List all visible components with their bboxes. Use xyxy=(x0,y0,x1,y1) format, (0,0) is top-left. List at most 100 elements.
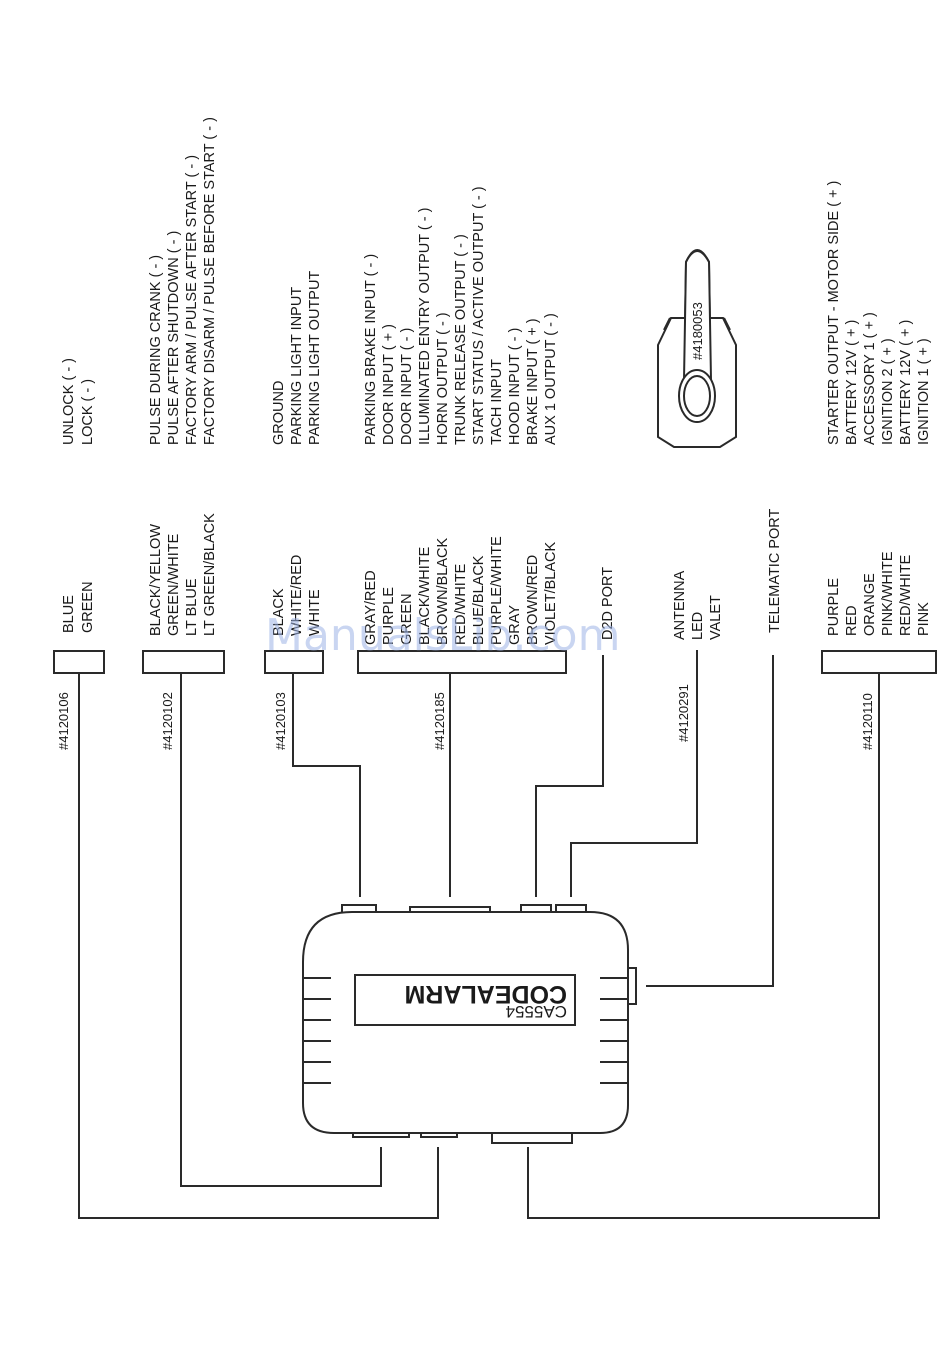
function-label: DOOR INPUT ( + ) xyxy=(381,324,397,445)
function-label: PULSE DURING CRANK ( - ) xyxy=(148,255,164,445)
color-label: PURPLE xyxy=(381,587,397,645)
function-label: IGNITION 2 ( + ) xyxy=(880,338,896,445)
harness-2-colors: BLACK/YELLOW GREEN/WHITE LT BLUE LT GREE… xyxy=(148,513,218,636)
color-label: WHITE xyxy=(307,589,323,636)
part-number: #4120102 xyxy=(160,692,175,750)
function-label: BRAKE INPUT ( + ) xyxy=(525,318,541,445)
harness-4-functions: PARKING BRAKE INPUT ( - ) DOOR INPUT ( +… xyxy=(363,186,559,445)
telematic-port-socket xyxy=(627,967,637,1005)
part-number: #4120110 xyxy=(860,693,875,750)
color-label: ANTENNA xyxy=(672,570,688,640)
connector-4120106 xyxy=(53,650,105,674)
color-label: GREEN xyxy=(399,593,415,645)
wire-telematic-port xyxy=(646,655,774,987)
harness-1-colors: BLUE GREEN xyxy=(61,581,96,633)
color-label: BLUE/BLACK xyxy=(471,555,487,645)
function-label: BATTERY 12V ( + ) xyxy=(898,320,914,445)
brand-logo: CODEALARM xyxy=(405,980,568,1008)
antenna-tab-icon xyxy=(723,317,731,331)
function-label: UNLOCK ( - ) xyxy=(61,358,77,445)
color-label: GREEN/WHITE xyxy=(166,533,182,636)
harness-6-colors: ANTENNA LED VALET xyxy=(672,570,724,640)
color-label: TELEMATIC PORT xyxy=(767,509,783,633)
function-label: PULSE AFTER SHUTDOWN ( - ) xyxy=(166,231,182,445)
color-label: BROWN/BLACK xyxy=(435,538,451,645)
color-label: VIOLET/BLACK xyxy=(543,542,559,645)
color-label: PINK xyxy=(916,602,932,636)
function-label: AUX 1 OUTPUT ( - ) xyxy=(543,313,559,445)
harness-8-colors: PURPLE RED ORANGE PINK/WHITE RED/WHITE P… xyxy=(826,551,932,636)
color-label: GRAY/RED xyxy=(363,570,379,645)
watermark: ManualsLib.com xyxy=(265,610,620,661)
color-label: RED/WHITE xyxy=(898,554,914,636)
function-label: GROUND xyxy=(271,381,287,445)
function-label: PARKING LIGHT OUTPUT xyxy=(307,271,323,445)
color-label: BROWN/RED xyxy=(525,555,541,645)
harness-3-colors: BLACK WHITE/RED WHITE xyxy=(271,555,323,636)
antenna-module: #4180053 xyxy=(657,249,737,448)
color-label: LED xyxy=(690,612,706,640)
color-label: GRAY xyxy=(507,605,523,645)
function-label: PARKING LIGHT INPUT xyxy=(289,287,305,445)
wire-4120110 xyxy=(527,673,880,1219)
telematic-port-label: TELEMATIC PORT xyxy=(767,509,783,633)
color-label: RED xyxy=(844,605,860,636)
vent-left xyxy=(303,977,331,1084)
color-label: LT BLUE xyxy=(184,578,200,636)
color-label: LT GREEN/BLACK xyxy=(202,513,218,636)
color-label: RED/WHITE xyxy=(453,563,469,645)
function-label: FACTORY DISARM / PULSE BEFORE START ( - … xyxy=(202,117,218,445)
wire-4120102 xyxy=(180,673,382,1187)
wire-d2d-port xyxy=(535,655,604,897)
color-label: GREEN xyxy=(80,581,96,633)
function-label: DOOR INPUT ( - ) xyxy=(399,328,415,445)
function-label: STARTER OUTPUT - MOTOR SIDE ( + ) xyxy=(826,181,842,445)
function-label: START STATUS / ACTIVE OUTPUT ( - ) xyxy=(471,186,487,445)
color-label: VALET xyxy=(708,595,724,640)
color-label: PURPLE xyxy=(826,578,842,636)
function-label: PARKING BRAKE INPUT ( - ) xyxy=(363,254,379,445)
function-label: ACCESSORY 1 ( + ) xyxy=(862,312,878,445)
antenna-part-number: #4180053 xyxy=(690,302,705,360)
color-label: BLACK/WHITE xyxy=(417,546,433,645)
color-label: PINK/WHITE xyxy=(880,551,896,636)
part-number: #4120103 xyxy=(273,692,288,750)
harness-2-functions: PULSE DURING CRANK ( - ) PULSE AFTER SHU… xyxy=(148,117,218,445)
function-label: BATTERY 12V ( + ) xyxy=(844,320,860,445)
harness-1-functions: UNLOCK ( - ) LOCK ( - ) xyxy=(61,358,96,445)
wire-4120291 xyxy=(570,650,698,897)
wire-4120103 xyxy=(292,673,361,897)
connector-4120102 xyxy=(142,650,225,674)
function-label: IGNITION 1 ( + ) xyxy=(916,338,932,445)
module-model: CA5554 xyxy=(506,1002,567,1021)
part-number: #4120185 xyxy=(432,692,447,750)
color-label: BLUE xyxy=(61,595,77,633)
harness-3-functions: GROUND PARKING LIGHT INPUT PARKING LIGHT… xyxy=(271,271,323,445)
function-label: TRUNK RELEASE OUTPUT ( - ) xyxy=(453,234,469,445)
function-label: TACH INPUT xyxy=(489,359,505,445)
antenna-fin-icon xyxy=(682,250,713,381)
function-label: ILLUMINATED ENTRY OUTPUT ( - ) xyxy=(417,208,433,445)
harness-4-colors: GRAY/RED PURPLE GREEN BLACK/WHITE BROWN/… xyxy=(363,536,559,645)
color-label: BLACK/YELLOW xyxy=(148,524,164,636)
color-label: BLACK xyxy=(271,588,287,636)
module-label-frame xyxy=(354,974,576,1026)
function-label: FACTORY ARM / PULSE AFTER START ( - ) xyxy=(184,155,200,445)
function-label: HOOD INPUT ( - ) xyxy=(507,328,523,445)
function-label: LOCK ( - ) xyxy=(80,379,96,445)
color-label: ORANGE xyxy=(862,573,878,636)
vent-right xyxy=(600,977,628,1084)
wires xyxy=(78,650,880,1219)
harness-8-functions: STARTER OUTPUT - MOTOR SIDE ( + ) BATTER… xyxy=(826,181,932,445)
antenna-ring-icon xyxy=(683,375,711,417)
color-label: PURPLE/WHITE xyxy=(489,536,505,645)
function-label: HORN OUTPUT ( - ) xyxy=(435,312,451,445)
d2d-port-label: D2D PORT xyxy=(600,567,616,640)
connector-4120185 xyxy=(357,650,567,674)
part-number: #4120291 xyxy=(676,684,691,742)
wire-4120106 xyxy=(78,673,439,1219)
control-module: #4360533 CODEALARM CA5554 xyxy=(302,904,637,1144)
color-label: WHITE/RED xyxy=(289,555,305,636)
antenna-tab-icon xyxy=(663,317,671,331)
